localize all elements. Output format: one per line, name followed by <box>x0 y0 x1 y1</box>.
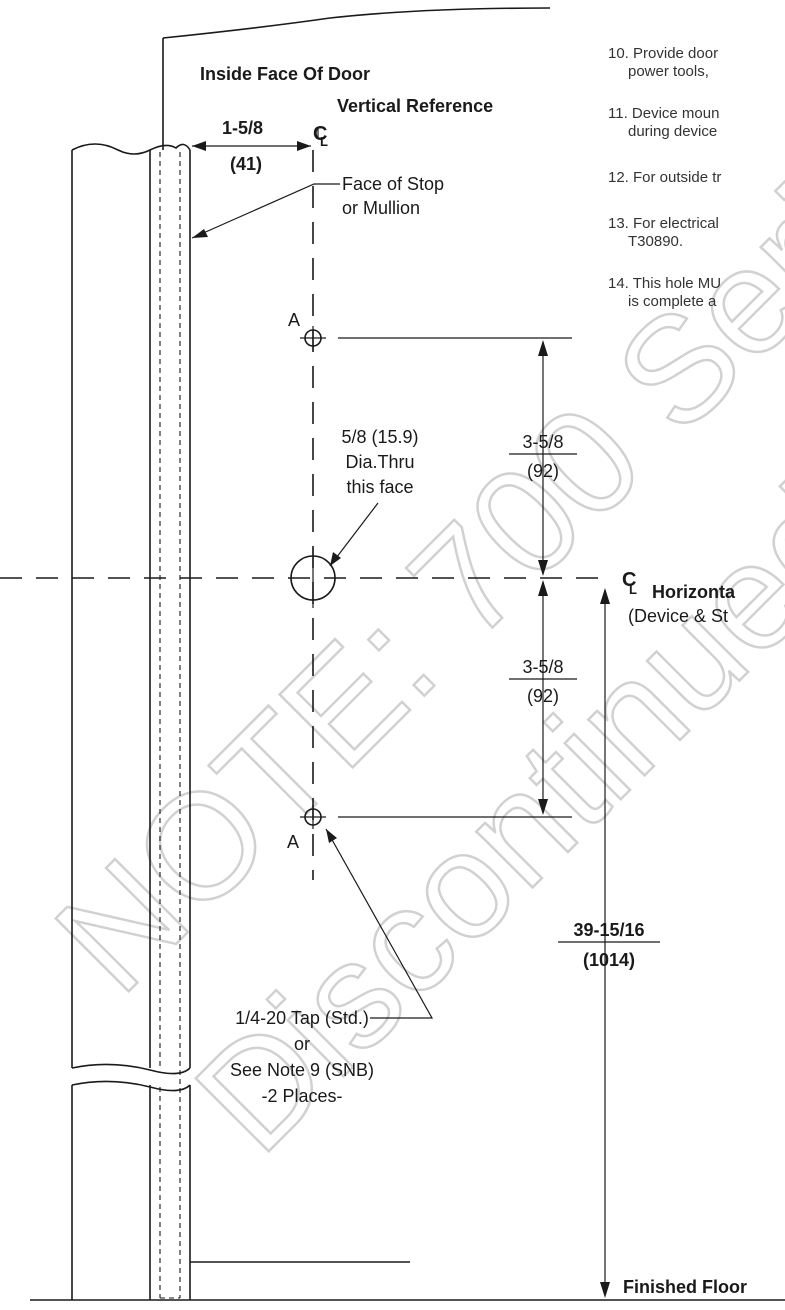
note-10-line-2: power tools, <box>628 63 709 80</box>
tap-line-1: 1/4-20 Tap (Std.) <box>235 1008 369 1028</box>
or-mullion-label: or Mullion <box>342 198 420 218</box>
leader-lines <box>191 183 434 1019</box>
note-10-line-1: 10. Provide door <box>608 45 718 62</box>
dim-height-frac: 39-15/16 <box>573 920 644 940</box>
dim-1-5-8-mm: (41) <box>230 154 262 174</box>
horizontal-ref-label: Horizonta <box>652 582 736 602</box>
dim-1-5-8-frac: 1-5/8 <box>222 118 263 138</box>
dim-height-mm: (1014) <box>583 950 635 970</box>
note-13-line-1: 13. For electrical <box>608 215 719 232</box>
door-outline <box>162 7 551 1300</box>
horizontal-ref-sub: (Device & St <box>628 606 728 626</box>
dimension-39-15-16 <box>558 588 660 1298</box>
jamb-strip <box>71 143 191 1300</box>
dim-upper-frac: 3-5/8 <box>522 432 563 452</box>
hole-a-top <box>300 326 326 350</box>
finished-floor-label: Finished Floor <box>623 1277 747 1297</box>
note-12-line-1: 12. For outside tr <box>608 169 721 186</box>
hole-center <box>290 548 336 608</box>
note-11-line-1: 11. Device moun <box>608 105 719 122</box>
note-11-line-2: during device <box>628 123 717 140</box>
vertical-reference-label: Vertical Reference <box>337 96 493 116</box>
dia-line-1: 5/8 (15.9) <box>341 427 418 447</box>
dimension-1-5-8 <box>192 141 311 151</box>
cl-subscript: L <box>320 134 328 149</box>
note-14-line-2: is complete a <box>628 293 717 310</box>
note-13-line-2: T30890. <box>628 233 683 250</box>
notes-list: 10. Provide door power tools, 11. Device… <box>608 45 721 310</box>
dim-lower-mm: (92) <box>527 686 559 706</box>
cl-subscript-horizontal: L <box>629 582 637 597</box>
cl-symbol-horizontal: C <box>622 569 636 591</box>
hole-a-top-label: A <box>288 310 300 330</box>
dia-line-3: this face <box>346 477 413 497</box>
tap-line-4: -2 Places- <box>261 1086 342 1106</box>
dia-line-2: Dia.Thru <box>345 452 414 472</box>
dim-upper-mm: (92) <box>527 461 559 481</box>
note-14-line-1: 14. This hole MU <box>608 275 721 292</box>
dim-lower-frac: 3-5/8 <box>522 657 563 677</box>
hole-a-bottom-label: A <box>287 832 299 852</box>
face-of-stop-label: Face of Stop <box>342 174 444 194</box>
dimension-lower-3-5-8 <box>509 580 577 815</box>
hole-a-bottom <box>300 805 326 829</box>
cl-symbol: C <box>313 123 327 145</box>
tap-line-2: or <box>294 1034 310 1054</box>
inside-face-label: Inside Face Of Door <box>200 64 370 84</box>
dimension-upper-3-5-8 <box>509 340 577 576</box>
tap-line-3: See Note 9 (SNB) <box>230 1060 374 1080</box>
